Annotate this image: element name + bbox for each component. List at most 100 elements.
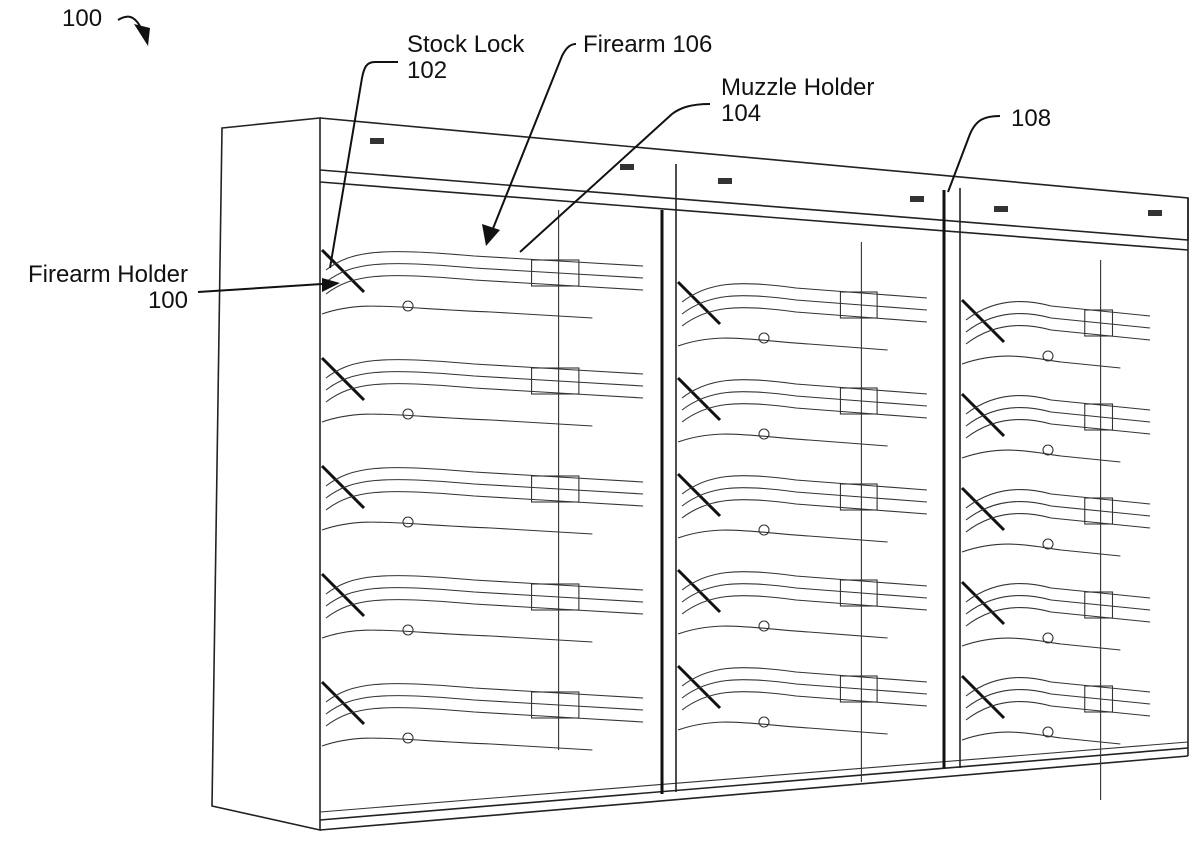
muzzle-holder-block [531, 259, 580, 287]
firearm-outline [965, 489, 1151, 509]
firearm-outline [325, 359, 644, 379]
muzzle-holder-block [839, 291, 878, 319]
firearm-stock [321, 521, 593, 535]
firearm-stock [961, 731, 1121, 745]
cabinet-leader [947, 115, 1001, 193]
stock-lock-leader [329, 61, 398, 269]
stock-lock-knob [402, 300, 414, 312]
firearm-outline [681, 295, 927, 315]
leader-lines [197, 43, 1001, 293]
firearm-outline [325, 683, 644, 703]
firearm-leader [489, 43, 577, 237]
muzzle-holder-block [531, 475, 580, 503]
firearm-holder-name: Firearm Holder [27, 261, 188, 288]
muzzle-holder-block [1084, 685, 1114, 713]
firearm-outline [681, 379, 927, 399]
firearm-outline [965, 689, 1151, 709]
muzzle-holder-block [839, 675, 878, 703]
firearm-outline [325, 479, 644, 499]
muzzle-holder-block [839, 387, 878, 415]
firearm-outline [965, 325, 1151, 345]
firearm-outline [681, 691, 927, 711]
muzzle-holder-block [531, 691, 580, 719]
firearm-row [960, 392, 1151, 463]
firearm-row [960, 674, 1151, 745]
firearm-outline [325, 383, 644, 403]
firearm-stock [961, 637, 1121, 651]
stock-lock-knob [1042, 538, 1054, 550]
firearm-outline [965, 419, 1151, 439]
firearm-racks [320, 210, 1151, 800]
muzzle-holder-number: 104 [721, 100, 762, 127]
firearm-outline [681, 499, 927, 519]
muzzle-holder-block [1084, 591, 1114, 619]
firearm-holder-bar [676, 280, 722, 326]
muzzle-holder-block [1084, 403, 1114, 431]
firearm-outline [965, 301, 1151, 321]
firearm-outline [681, 667, 927, 687]
firearm-outline [681, 487, 927, 507]
firearm-stock [321, 737, 593, 751]
stock-lock-name: Stock Lock [407, 31, 525, 58]
firearm-outline [325, 251, 644, 271]
firearm-holder-number: 100 [147, 287, 188, 314]
firearm-outline [325, 263, 644, 283]
firearm-holder-bar [676, 472, 722, 518]
firearm-outline [325, 491, 644, 511]
firearm-stock [677, 433, 888, 447]
firearm-outline [681, 283, 927, 303]
firearm-row [320, 572, 644, 643]
firearm-row [320, 464, 644, 535]
firearm-stock [677, 721, 888, 735]
firearm-stock [677, 337, 888, 351]
stock-lock-knob [758, 620, 770, 632]
stock-lock-knob [758, 524, 770, 536]
firearm-outline [965, 595, 1151, 615]
firearm-outline [325, 695, 644, 715]
stock-lock-knob [758, 332, 770, 344]
stock-lock-knob [1042, 350, 1054, 362]
firearm-outline [325, 707, 644, 727]
firearm-holder-bar [320, 572, 366, 618]
firearm-outline [965, 501, 1151, 521]
stock-lock-knob [758, 716, 770, 728]
stock-lock-number: 102 [407, 57, 448, 84]
stock-lock-knob [1042, 726, 1054, 738]
stock-lock-knob [402, 408, 414, 420]
firearm-outline [325, 599, 644, 619]
firearm-label: Firearm 106 [583, 31, 713, 58]
firearm-outline [681, 307, 927, 327]
firearm-outline [681, 571, 927, 591]
firearm-outline [325, 371, 644, 391]
firearm-outline [965, 701, 1151, 721]
figure-reference-label: 100 [62, 5, 103, 32]
firearm-outline [965, 607, 1151, 627]
firearm-outline [681, 391, 927, 411]
muzzle-holder-block [1084, 309, 1114, 337]
firearm-holder-bar [320, 464, 366, 510]
firearm-outline [325, 467, 644, 487]
firearm-outline [965, 583, 1151, 603]
muzzle-holder-block [531, 367, 580, 395]
stock-lock-knob [402, 516, 414, 528]
firearm-outline [681, 583, 927, 603]
firearm-stock [321, 629, 593, 643]
cabinet-number-label: 108 [1011, 105, 1052, 132]
muzzle-holder-leader [519, 103, 711, 253]
firearm-stock [961, 543, 1121, 557]
stock-lock-knob [758, 428, 770, 440]
firearm-outline [965, 677, 1151, 697]
firearm-stock [321, 305, 593, 319]
firearm-row [676, 664, 927, 735]
firearm-outline [681, 679, 927, 699]
reference-arrow [117, 15, 150, 46]
stock-lock-knob [1042, 444, 1054, 456]
firearm-outline [325, 575, 644, 595]
firearm-row [960, 486, 1151, 557]
firearm-holder-bar [320, 248, 366, 294]
firearm-row [320, 356, 644, 427]
firearm-holder-bar [320, 680, 366, 726]
firearm-outline [325, 587, 644, 607]
firearm-stock [677, 529, 888, 543]
